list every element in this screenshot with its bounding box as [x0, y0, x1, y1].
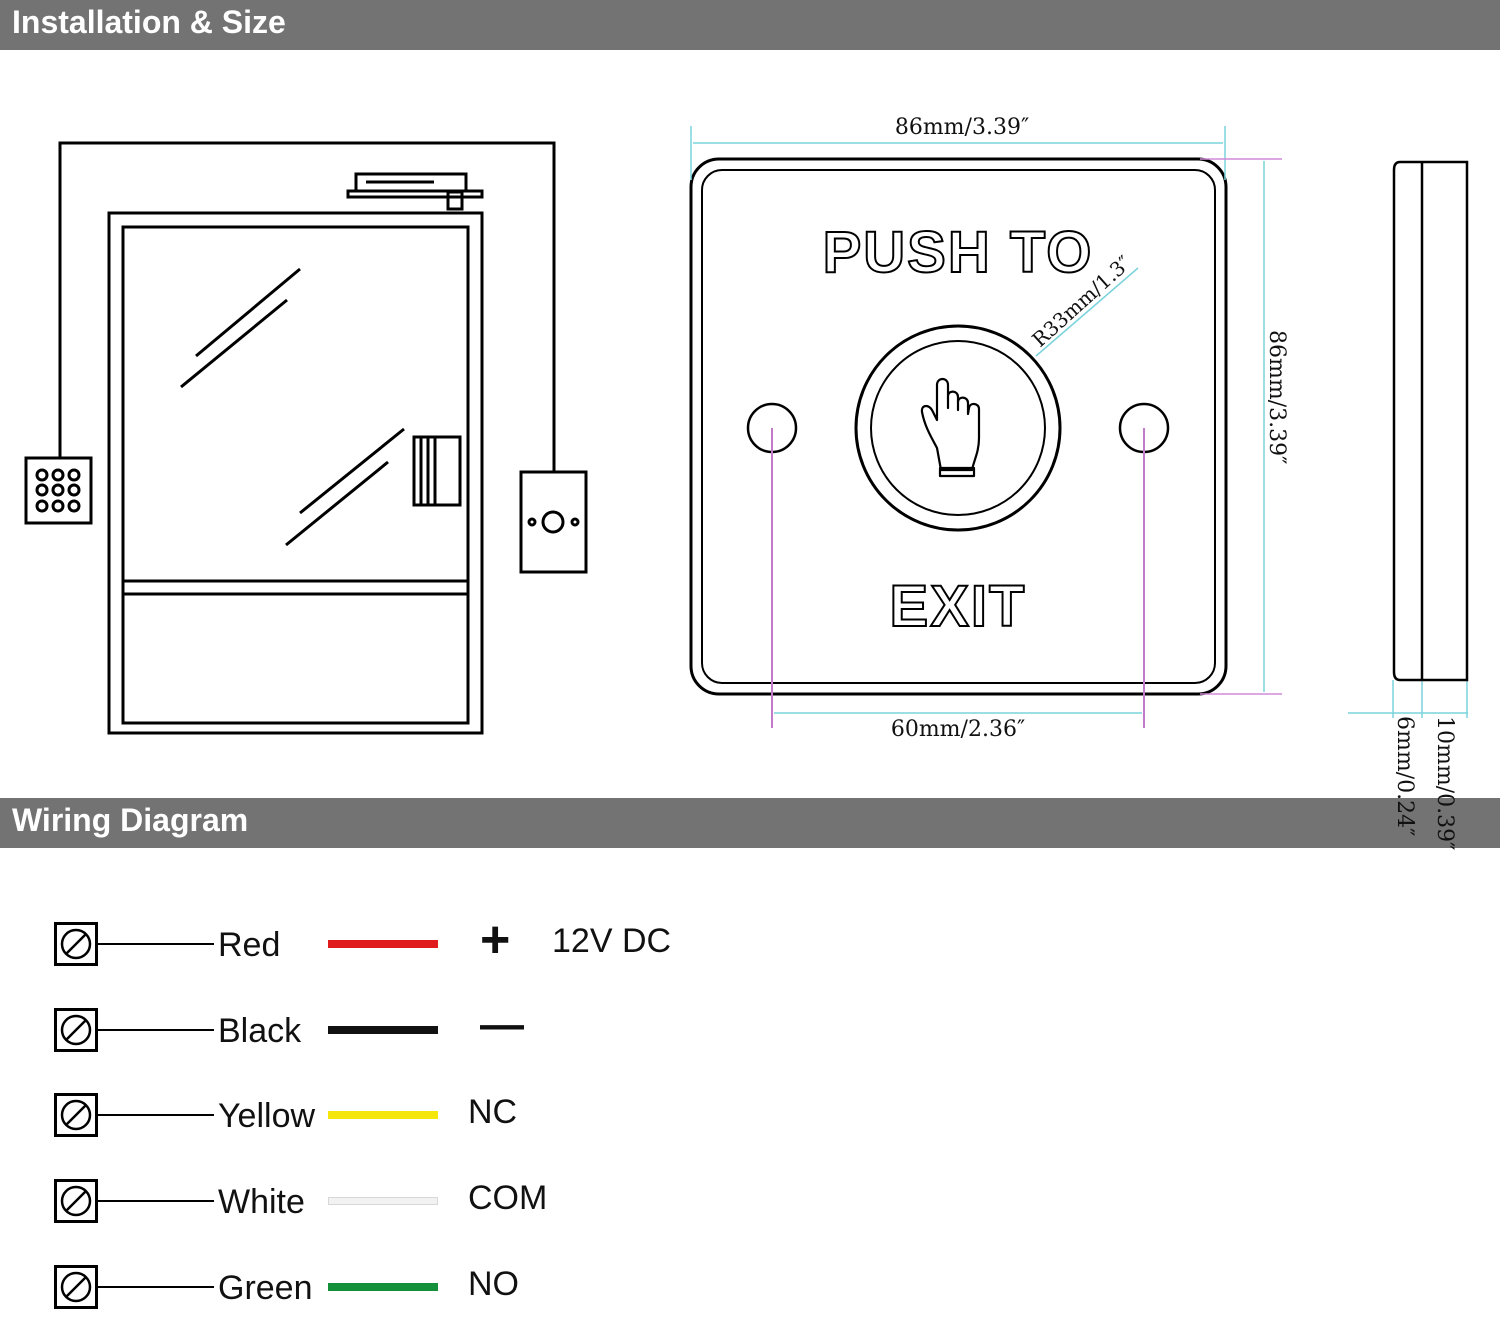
wire-name: Yellow	[218, 1097, 316, 1135]
glass-glare-2	[180, 298, 288, 389]
screw-terminal-icon	[54, 922, 98, 966]
button-side-view	[1392, 160, 1469, 682]
wire-color-swatch	[328, 1026, 438, 1034]
glass-glare	[195, 267, 301, 358]
wire-name: Red	[218, 926, 281, 964]
screw-terminal-icon	[54, 1093, 98, 1137]
keypad-icon	[24, 456, 93, 525]
door-frame	[107, 211, 484, 735]
wire-lead	[98, 1200, 214, 1202]
wire-function: NC	[468, 1093, 518, 1131]
exit-button-small-icon	[519, 470, 588, 574]
screw-terminal-icon	[54, 1179, 98, 1223]
face-text-push-to: PUSH TO	[823, 220, 1094, 285]
wire-row: Red +12V DC	[0, 911, 900, 982]
hand-pointer-icon	[920, 377, 981, 478]
door-installation-illustration	[24, 141, 588, 735]
wire-name: Black	[218, 1012, 302, 1050]
wire-name: Green	[218, 1269, 313, 1307]
wire-lead	[98, 1286, 214, 1288]
wire-row: Green NO	[0, 1265, 900, 1325]
button-ring	[854, 324, 1062, 532]
wire-color-swatch	[328, 940, 438, 948]
door-handle-icon	[412, 435, 462, 507]
wire-color-swatch	[328, 1197, 438, 1205]
wire-color-swatch	[328, 1283, 438, 1291]
wire-lead	[98, 943, 214, 945]
faceplate-outer	[689, 157, 1228, 696]
wire-name: White	[218, 1183, 305, 1221]
screw-terminal-icon	[54, 1265, 98, 1309]
glass-glare-4	[285, 460, 389, 547]
dim-height-label: 86mm/3.39″	[1264, 330, 1289, 464]
dimension-lines	[690, 126, 1468, 728]
faceplate-inner	[701, 169, 1216, 684]
glass-glare-3	[299, 427, 405, 515]
wire-function: —	[480, 1000, 524, 1049]
installation-title: Installation & Size	[12, 4, 286, 40]
wire-color-swatch	[328, 1111, 438, 1119]
wire-voltage: 12V DC	[552, 922, 672, 960]
wiring-header: Wiring Diagram	[0, 798, 1500, 848]
wire-row: Black —	[0, 1000, 900, 1068]
screw-terminal-icon	[54, 1008, 98, 1052]
wiring-title: Wiring Diagram	[12, 802, 249, 838]
wire-function: COM	[468, 1179, 548, 1217]
installation-drawing: PUSH TO EXIT 86mm/3.39″ 60mm/2.36″ 86mm/…	[24, 115, 1469, 742]
dim-width-label: 86mm/3.39″	[895, 115, 1029, 140]
door-inner	[121, 225, 470, 725]
electric-lock-icon	[346, 172, 484, 211]
cable-loop	[58, 141, 556, 472]
wire-lead	[98, 1114, 214, 1116]
wire-row: White COM	[0, 1179, 900, 1239]
wire-function: NO	[468, 1265, 519, 1303]
button-cap	[870, 340, 1046, 516]
wire-lead	[98, 1029, 214, 1031]
face-text-exit: EXIT	[890, 574, 1027, 639]
dim-hole-spacing-label: 60mm/2.36″	[891, 717, 1025, 742]
button-front-view: PUSH TO EXIT	[689, 157, 1228, 696]
wire-function: +	[480, 911, 511, 969]
wire-row: Yellow NC	[0, 1093, 900, 1153]
installation-header: Installation & Size	[0, 0, 1500, 50]
